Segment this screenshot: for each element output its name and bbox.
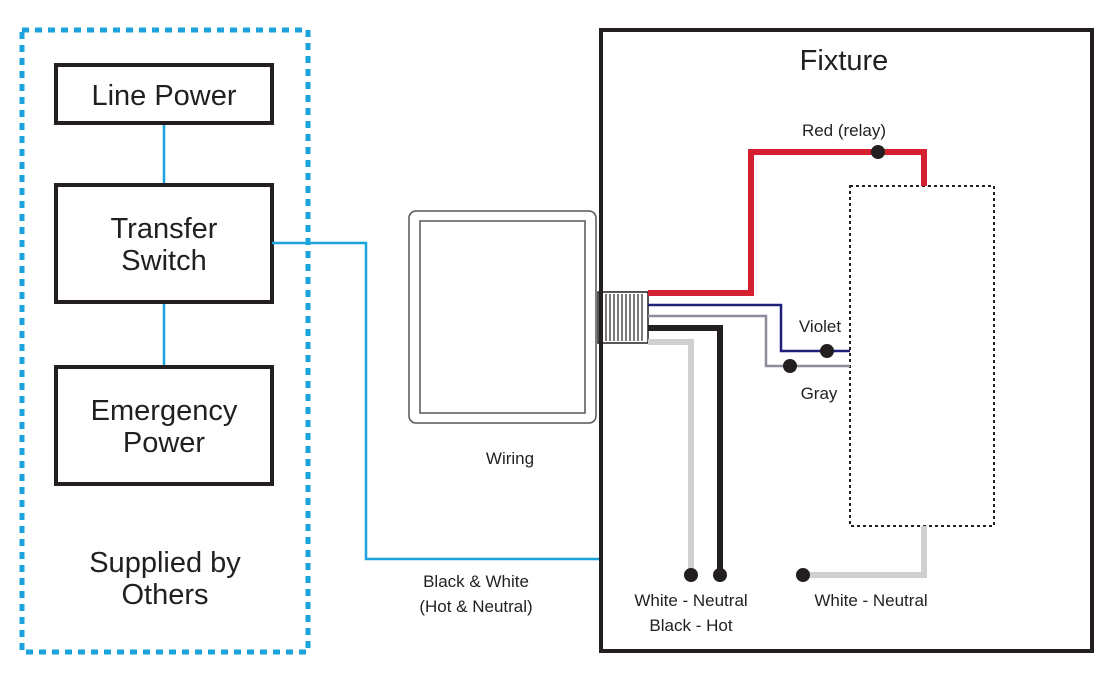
white-neutral-wire-right	[803, 526, 927, 578]
white-neutral-right-dot	[796, 568, 810, 582]
white-neutral-wire-left	[648, 339, 694, 575]
violet-label: Violet	[799, 317, 841, 336]
feed-wire	[272, 241, 601, 561]
wiring-label: Wiring	[486, 449, 534, 468]
fixture-title: Fixture	[800, 45, 889, 77]
red-wire-dot	[871, 145, 885, 159]
feed-label-line2: (Hot & Neutral)	[419, 597, 532, 616]
gray-wire-dot	[783, 359, 797, 373]
white-neutral-right-label: White - Neutral	[814, 591, 927, 610]
gray-wire	[648, 314, 850, 368]
supplied-by-others-line1: Supplied by	[89, 547, 241, 579]
black-hot-wire	[648, 325, 723, 575]
emergency-power-label-line2: Power	[123, 427, 206, 459]
violet-wire	[648, 303, 850, 353]
line-power-box	[54, 63, 274, 125]
gray-label: Gray	[801, 384, 838, 403]
feed-label-line1: Black & White	[423, 572, 529, 591]
wiring-box-inner	[419, 220, 586, 414]
violet-wire-dot	[820, 344, 834, 358]
emergency-power-label-line1: Emergency	[91, 395, 238, 427]
emergency-power-box	[54, 365, 274, 486]
white-neutral-left-label: White - Neutral	[634, 591, 747, 610]
black-hot-label: Black - Hot	[649, 616, 732, 635]
supplied-by-others-enclosure	[19, 27, 311, 655]
transfer-switch-label-line2: Switch	[121, 245, 206, 277]
red-relay-wire	[648, 149, 927, 296]
black-hot-dot	[713, 568, 727, 582]
threaded-nipple	[597, 291, 649, 344]
transfer-switch-label-line1: Transfer	[111, 213, 218, 245]
fixture-driver-dotted-box	[849, 185, 995, 527]
white-neutral-left-dot	[684, 568, 698, 582]
supplied-by-others-line2: Others	[121, 579, 208, 611]
red-relay-label: Red (relay)	[802, 121, 886, 140]
line-power-label: Line Power	[91, 80, 236, 112]
fixture-box	[599, 28, 1094, 653]
